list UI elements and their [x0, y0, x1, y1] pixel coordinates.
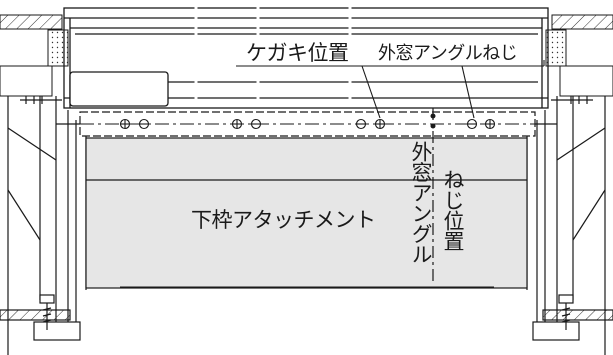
vertical-label-screw-position: ねじ位置 [441, 169, 465, 251]
outer-window-angle-screw-label: 外窓アングルねじ [378, 43, 518, 64]
left-jamb [0, 96, 87, 355]
screw-position-line [430, 108, 436, 282]
screw-icon [138, 118, 150, 130]
vertical-label-outer-window-angle: 外窓アングル [409, 141, 433, 264]
screw-icon [355, 118, 367, 130]
leader-lines [236, 60, 545, 119]
screw-icon-group [119, 118, 496, 130]
right-jamb [526, 96, 613, 355]
screw-icon [250, 118, 262, 130]
sill-attachment-label: 下枠アタッチメント [191, 208, 376, 232]
side-screw-right [533, 96, 593, 125]
side-screw-left [20, 96, 80, 125]
anchor-screw-right [558, 294, 574, 330]
outer-window-frame [63, 4, 549, 109]
screw-icon [231, 118, 243, 130]
marking-position-label: ケガキ位置 [246, 41, 349, 65]
screw-band [79, 111, 536, 137]
wall-hatch-top [0, 14, 613, 97]
screw-icon [374, 118, 386, 130]
sill-attachment-panel [85, 137, 528, 289]
screw-icon [484, 118, 496, 130]
screw-icon [466, 118, 478, 130]
anchor-screw-left [39, 294, 55, 330]
screw-icon [119, 118, 131, 130]
